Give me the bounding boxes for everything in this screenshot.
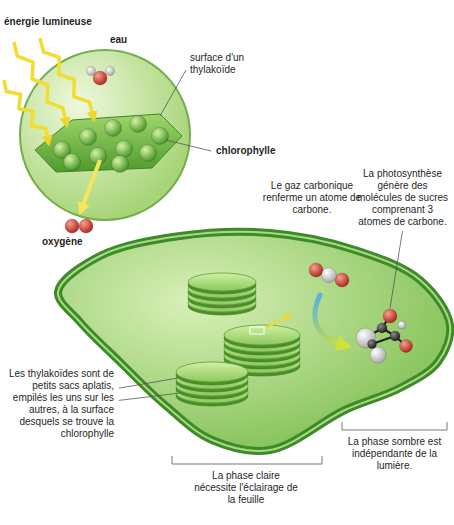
hydrogen-atom xyxy=(356,328,376,348)
hydrogen-atom xyxy=(106,67,115,76)
phase-bracket xyxy=(342,422,447,430)
oxygen-molecule xyxy=(65,219,93,233)
zoom-arrow xyxy=(266,316,288,328)
hydrogen-atom xyxy=(370,347,386,363)
thylakoid-disc xyxy=(176,362,248,382)
annotation-label: La phase sombre est indépendante de la l… xyxy=(342,436,447,472)
carbon-atom xyxy=(390,331,400,341)
chloroplast-body xyxy=(58,232,450,451)
light-ray xyxy=(4,80,48,140)
annotation-label: oxygène xyxy=(42,236,83,248)
leader-line xyxy=(160,70,186,116)
annotation-label: surface d'un thylakoïde xyxy=(190,52,272,76)
phase-bracket xyxy=(172,456,322,464)
carbon-atom xyxy=(368,340,377,349)
hydrogen-atom xyxy=(398,321,406,329)
oxygen-atom xyxy=(383,309,397,323)
chlorophyll-molecule xyxy=(116,141,133,158)
water-molecule xyxy=(87,67,115,86)
zoom-marker xyxy=(250,327,264,334)
leader-line xyxy=(119,393,180,400)
leader-line xyxy=(390,231,403,308)
oxygen-atom xyxy=(79,219,93,233)
sugar-molecule xyxy=(356,309,413,363)
annotation-label: eau xyxy=(110,34,127,46)
cycle-arrow xyxy=(315,295,343,345)
thylakoid-disc xyxy=(224,325,300,345)
chlorophyll-molecule xyxy=(80,129,97,146)
chloroplast xyxy=(58,232,450,451)
oxygen-atom xyxy=(335,273,349,287)
chloroplast-inner-membrane xyxy=(58,232,450,451)
thylakoid-stack xyxy=(188,273,256,315)
carbon-atom xyxy=(377,323,387,333)
chlorophyll-molecule xyxy=(64,154,81,171)
light-ray xyxy=(40,38,93,116)
chlorophyll-molecule xyxy=(112,156,129,173)
annotation-label: La phase claire nécessite l'éclairage de… xyxy=(190,470,302,506)
oxygen-atom xyxy=(309,263,323,277)
chlorophyll-molecule xyxy=(140,145,157,162)
annotation-label: La photosynthèse génère des molécules de… xyxy=(355,168,450,228)
light-arrow xyxy=(82,160,100,208)
chlorophyll-molecule xyxy=(130,116,147,133)
chlorophyll-molecule xyxy=(105,120,122,137)
oxygen-atom xyxy=(93,71,107,85)
co2-molecule xyxy=(309,263,349,287)
annotation-label: chlorophylle xyxy=(216,145,275,157)
leader-line xyxy=(119,378,178,388)
thylakoid-disc xyxy=(188,273,256,291)
carbon-atom xyxy=(322,268,337,283)
annotation-label: Le gaz carbonique renferme un atome de c… xyxy=(260,180,364,216)
leader-line xyxy=(166,140,211,151)
chlorophyll-molecule xyxy=(152,128,169,145)
thylakoid-surface xyxy=(35,114,182,172)
thylakoid-stack xyxy=(176,362,248,406)
oxygen-atom xyxy=(400,340,413,353)
annotation-label: Les thylakoïdes sont de petits sacs apla… xyxy=(2,368,114,440)
oxygen-atom xyxy=(65,219,79,233)
annotation-label: énergie lumineuse xyxy=(4,16,92,28)
